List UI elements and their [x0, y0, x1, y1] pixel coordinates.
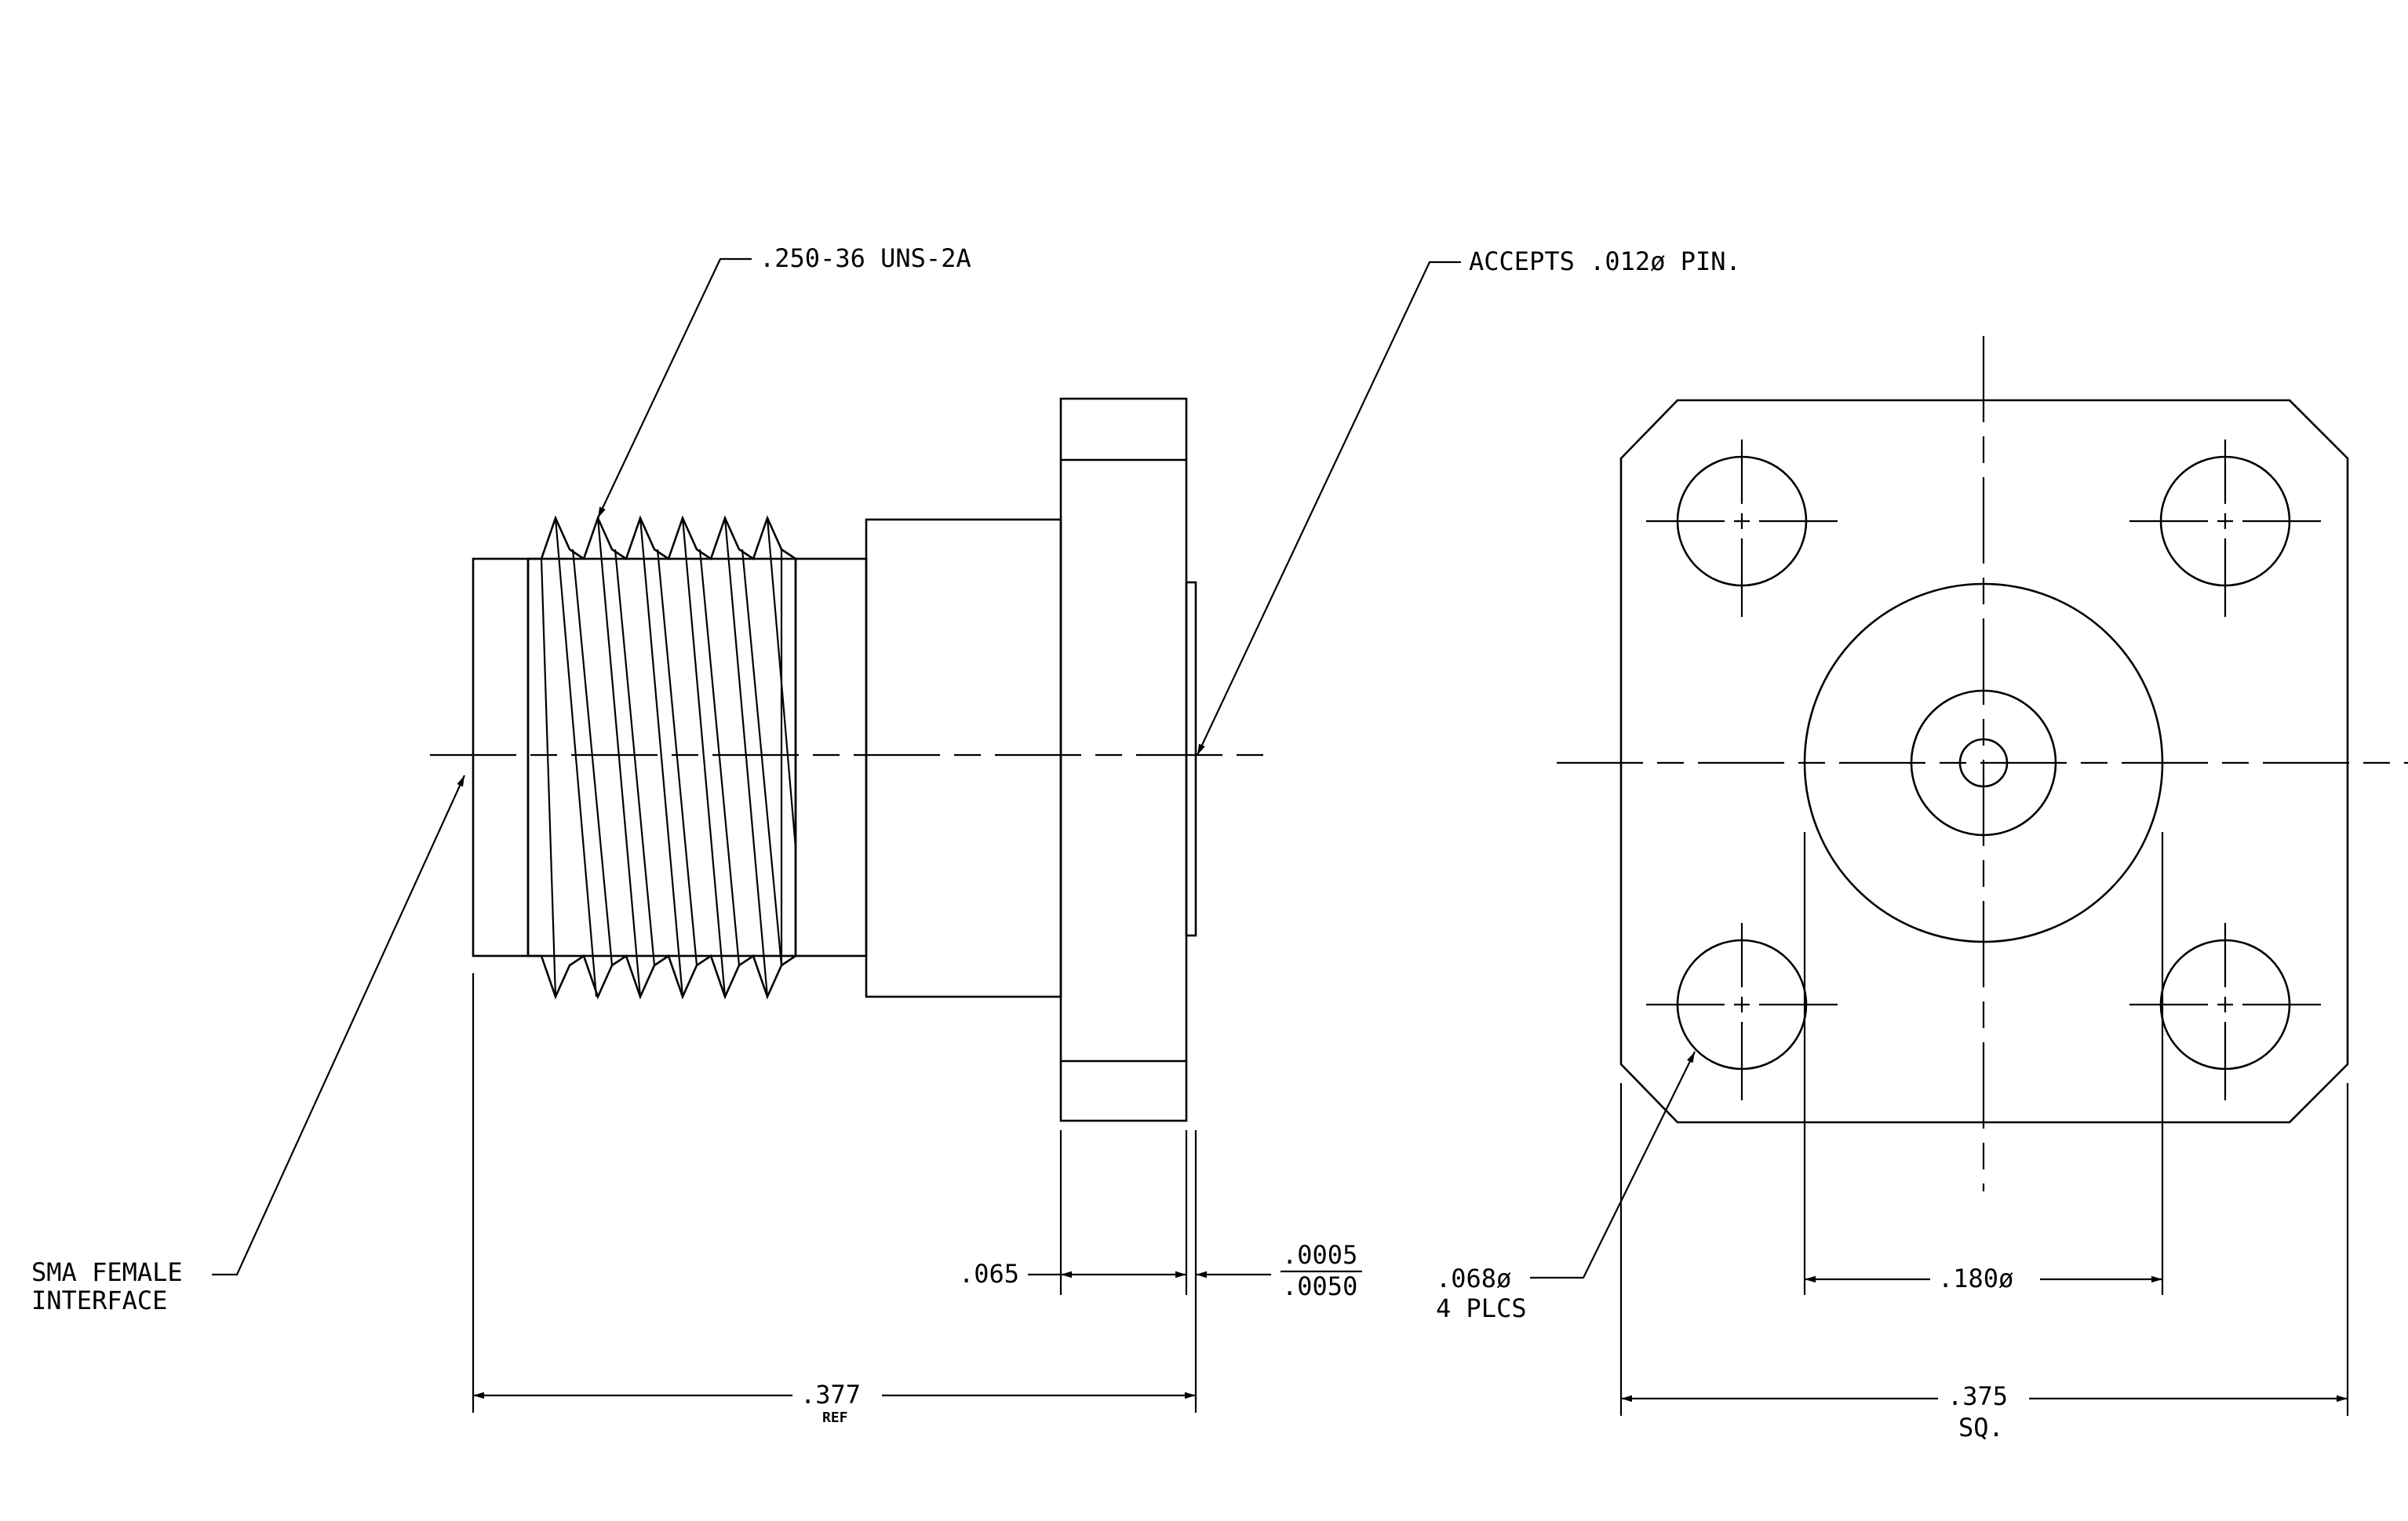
tolerance-lower: .0050	[1282, 1271, 1357, 1301]
dimension-flange-thickness: .065	[959, 1130, 1188, 1295]
square-flange	[1619, 399, 2349, 1124]
pin-note-label: ACCEPTS .012ø PIN.	[1469, 246, 1741, 276]
hole-count-label: 4 PLCS	[1436, 1293, 1527, 1323]
dielectric-circle	[1910, 689, 2057, 837]
boss-circle	[1803, 582, 2164, 943]
pin-face	[1185, 581, 1197, 937]
thread-helix-lines	[540, 517, 797, 998]
dimension-flange-size: .375 SQ.	[1619, 1083, 2349, 1443]
mounting-hole-top-left	[1646, 440, 1838, 617]
mounting-hole-top-right	[2129, 440, 2321, 617]
rear-body	[865, 518, 1062, 998]
flange	[1059, 397, 1188, 1122]
overall-length-value: .377	[800, 1380, 861, 1410]
flange-size-value: .375	[1947, 1381, 2008, 1411]
dimension-overall-length: .377 REF	[472, 973, 1197, 1426]
tolerance-upper: .0005	[1282, 1240, 1357, 1270]
mounting-hole-bottom-right	[2129, 923, 2321, 1100]
leader-pin-note: ACCEPTS .012ø PIN.	[1197, 246, 1741, 756]
dimension-boss-diameter: .180ø	[1803, 832, 2164, 1295]
thread-spec-label: .250-36 UNS-2A	[760, 243, 971, 273]
dimension-pin-recess: .0005 .0050	[1196, 1240, 1362, 1301]
flange-thickness-value: .065	[959, 1259, 1019, 1289]
interface-label-line2: INTERFACE	[31, 1286, 167, 1315]
thread-outline-bottom	[528, 954, 796, 1000]
center-pin-circle	[1958, 738, 2009, 788]
mounting-hole-bottom-left	[1646, 923, 1838, 1100]
leader-thread-spec: .250-36 UNS-2A	[597, 243, 971, 519]
leader-interface: SMA FEMALE INTERFACE	[31, 775, 466, 1315]
side-view: .377 REF .065 .0005 .0050 .250-36 UNS-2A	[31, 243, 1741, 1426]
front-body	[472, 557, 530, 957]
hole-diameter-label: .068ø	[1436, 1264, 1511, 1293]
overall-length-ref: REF	[822, 1410, 848, 1426]
leader-hole-diameter: .068ø 4 PLCS	[1436, 1051, 1696, 1323]
flange-size-suffix: SQ.	[1958, 1413, 2004, 1443]
front-view: .180ø .375 SQ. .068ø 4 PLCS	[1436, 336, 2408, 1443]
interface-label-line1: SMA FEMALE	[31, 1257, 183, 1287]
neck	[794, 557, 868, 957]
thread-outline	[528, 515, 796, 561]
boss-diameter-value: .180ø	[1938, 1264, 2013, 1293]
